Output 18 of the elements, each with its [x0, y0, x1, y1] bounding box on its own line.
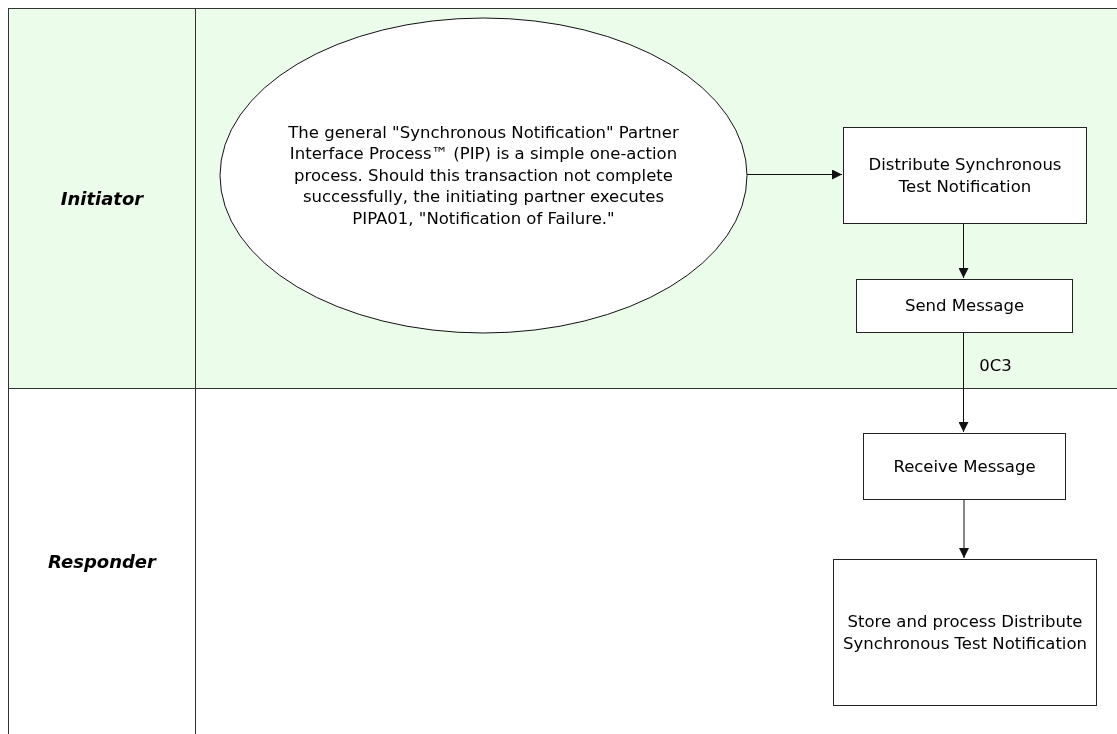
process-box	[856, 279, 1073, 333]
node-text: Send Message	[904, 295, 1025, 317]
lane-title: Initiator	[60, 187, 144, 211]
node-text: Store and process Distribute Synchronous Test Notification	[842, 611, 1088, 654]
swimlane	[8, 8, 1117, 388]
swimlane	[8, 388, 1117, 734]
process-box	[843, 127, 1087, 224]
arrow	[746, 169, 843, 180]
node-text: Distribute Synchronous Test Notification	[867, 154, 1063, 197]
process-box	[863, 433, 1066, 500]
node-text: The general "Synchronous Notification" Partner Interface Process™ (PIP) is a simple one-action process. Should this transaction not complete successfully, the initiating partner executes PIPA01, "Notification of Failure."	[287, 121, 680, 230]
process-box	[833, 559, 1097, 706]
node-text: Receive Message	[893, 455, 1036, 478]
note-ellipse	[219, 17, 748, 334]
arrow	[959, 498, 969, 559]
arrow	[958, 331, 969, 433]
arrow	[958, 222, 969, 279]
lane-title: Responder	[48, 550, 156, 574]
